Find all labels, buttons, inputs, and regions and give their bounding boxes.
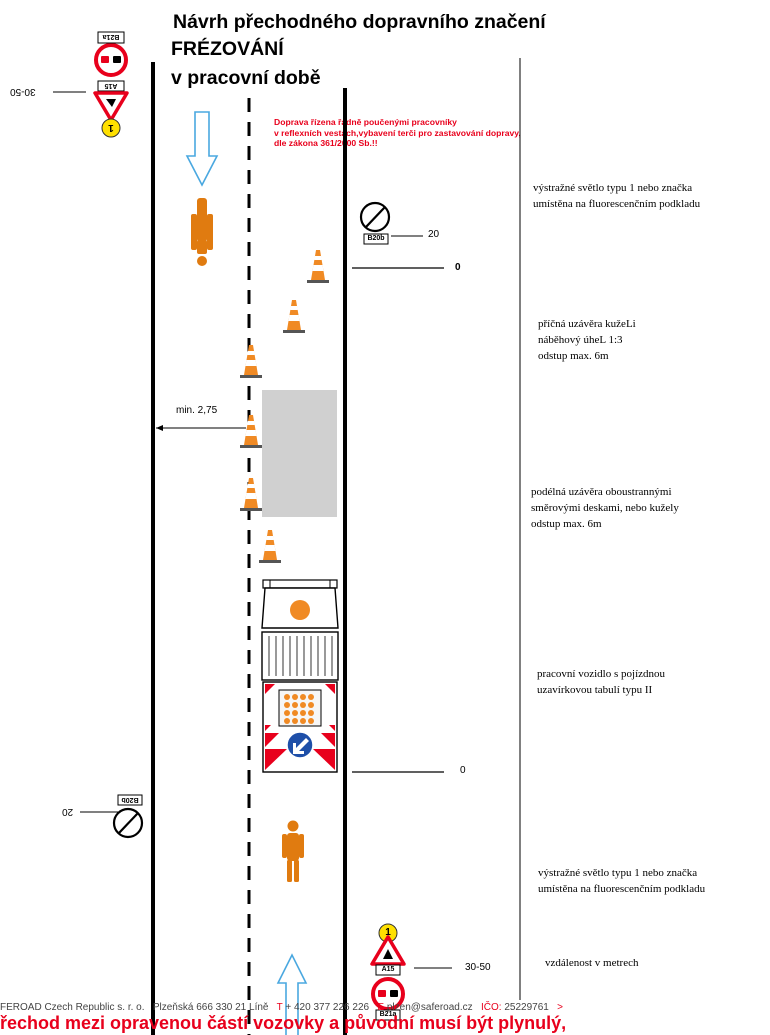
notice-line3: dle zákona 361/2000 Sb.!! (274, 138, 378, 148)
sign-label-b21a-top: B21a (102, 33, 120, 40)
work-area (262, 390, 337, 517)
keep-left-sign-icon (286, 731, 314, 759)
footer-company: FEROAD Czech Republic s. r. o. (0, 1002, 145, 1013)
bottom-warning-text: řechod mezi opravenou částí vozovky a pů… (0, 1013, 567, 1033)
no-overtaking-sign-icon (371, 977, 405, 1011)
footer-address: Plzeňská 666 330 21 Líně (152, 1002, 269, 1013)
a15-label-box-top (97, 80, 125, 92)
beacon-light-icon (290, 600, 310, 620)
sign-group-top-left (93, 31, 129, 138)
footer-phone-prefix: T (276, 1002, 283, 1013)
legend-longitudinal-closure: podélná uzávěra oboustrannými směrovými … (531, 486, 679, 530)
traffic-cones (240, 250, 329, 563)
zero-mark-bottom: 0 (460, 765, 466, 776)
work-vehicle (261, 579, 339, 773)
footer-arrow-icon: > (557, 1002, 564, 1013)
end-of-restrictions-sign-bottom (112, 794, 144, 839)
warning-light-icon (101, 118, 121, 138)
traffic-cone (283, 300, 305, 333)
worker-bottom (282, 820, 304, 882)
footer-ico: 25229761 (504, 1002, 549, 1013)
b21a-label-box-top (97, 31, 125, 44)
a15-label-box-bottom (375, 964, 401, 976)
legend-cross-closure: příčná uzávěra kužeLi náběhový úheL 1:3 … (538, 318, 636, 362)
footer-email: plzen@saferoad.cz (386, 1002, 473, 1013)
legend-distance-note: vzdálenost v metrech (545, 957, 639, 969)
legend-warning-light-bottom: výstražné světlo typu 1 nebo značka umís… (538, 867, 706, 895)
worker-top (191, 198, 213, 266)
traffic-cone (240, 415, 262, 448)
warning-light-number-bottom: 1 (385, 927, 391, 938)
distance-label-bottom-right: 30-50 (465, 962, 491, 973)
distance-label-top-left: 30-50 (10, 86, 36, 97)
traffic-direction-arrow-up (276, 953, 308, 1035)
sign-label-a15-top: A15 (104, 82, 118, 89)
legend-work-vehicle: pracovní vozidlo s pojízdnou uzavírkovou… (537, 668, 666, 696)
traffic-cone (307, 250, 329, 283)
sign-label-b20b-top: B20b (367, 235, 385, 242)
sign-label-b21a-bottom: B21a (379, 1011, 397, 1018)
diagram-title-line3: v pracovní době (171, 67, 321, 89)
legend-warning-light-top: výstražné světlo typu 1 nebo značka umís… (533, 182, 701, 210)
diagram-title-line1: Návrh přechodného dopravního značení (173, 11, 546, 33)
diagram-title-line2: FRÉZOVÁNÍ (171, 38, 284, 60)
sign-label-a15-bottom: A15 (381, 966, 395, 973)
lane-width-label: min. 2,75 (176, 405, 218, 416)
sign-group-bottom-right (370, 923, 406, 1021)
footer-email-prefix: E (377, 1002, 385, 1013)
roadwork-warning-sign-icon (370, 935, 406, 966)
roadwork-warning-sign-icon (93, 91, 129, 122)
notice-line1: Doprava řízena řádně poučenými pracovník… (274, 117, 457, 127)
warning-light-number-top: 1 (108, 122, 114, 133)
footer-phone: + 420 377 226 226 (285, 1002, 370, 1013)
lane-width-dimension (156, 425, 246, 431)
notice-line2: v reflexních vestách,vybavení terči pro … (274, 127, 521, 138)
distance-label-bottom-left: 20 (62, 806, 74, 817)
traffic-cone (240, 478, 262, 511)
traffic-direction-arrow-down (185, 111, 219, 187)
traffic-control-notice: Doprava řízena řádně poučenými pracovník… (274, 117, 521, 149)
footer-contact: FEROAD Czech Republic s. r. o. Plzeňská … (0, 1002, 563, 1013)
distance-label-sign-top: 20 (428, 229, 440, 240)
zero-mark-top: 0 (455, 262, 461, 273)
traffic-cone (259, 530, 281, 563)
sign-label-b20b-bottom: B20b (121, 796, 139, 803)
no-overtaking-sign-icon (94, 43, 128, 77)
traffic-cone (240, 345, 262, 378)
footer-ico-prefix: IČO: (480, 1002, 502, 1013)
end-of-restrictions-sign-top (359, 201, 391, 245)
b21a-label-box-bottom (375, 1009, 401, 1021)
